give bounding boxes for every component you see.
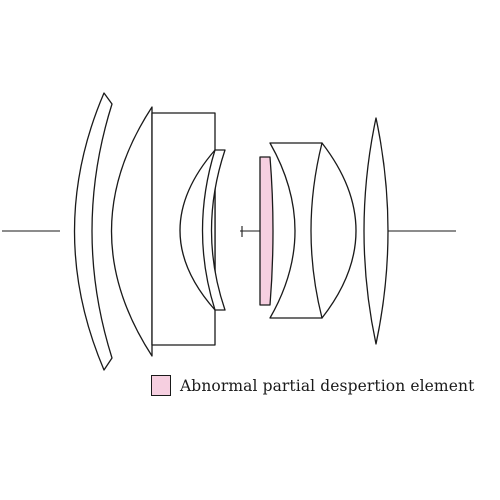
lens-element-2 xyxy=(110,106,153,357)
lens-element-9 xyxy=(363,117,389,345)
lens-element-5 xyxy=(201,149,226,311)
lens-element-7 xyxy=(269,142,323,319)
legend: Abnormal partial despertion element xyxy=(151,375,474,396)
lens-element-1 xyxy=(73,92,113,371)
legend-label: Abnormal partial despertion element xyxy=(180,376,475,395)
lens-element-8 xyxy=(310,142,357,319)
abnormal-dispersion-element xyxy=(259,156,274,306)
legend-swatch-abnormal-dispersion xyxy=(151,375,171,396)
